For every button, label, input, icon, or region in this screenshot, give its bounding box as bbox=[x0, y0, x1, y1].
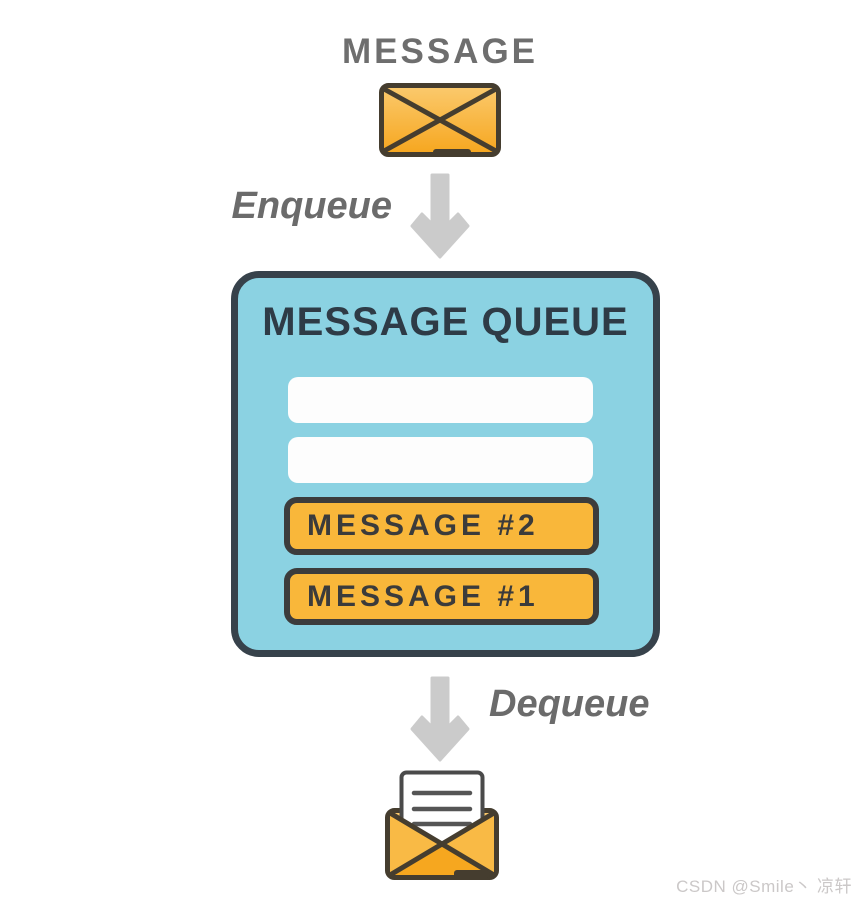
open-envelope-icon bbox=[385, 770, 499, 880]
empty-queue-slot bbox=[288, 377, 593, 423]
enqueue-down-arrow-icon bbox=[410, 173, 470, 259]
message-queue-box: MESSAGE QUEUE MESSAGE #2 MESSAGE #1 bbox=[231, 271, 660, 657]
queue-message-slot: MESSAGE #2 bbox=[284, 497, 599, 555]
closed-envelope-icon bbox=[379, 83, 501, 157]
enqueue-label: Enqueue bbox=[231, 185, 392, 227]
dequeue-label: Dequeue bbox=[489, 683, 650, 725]
message-queue-title: MESSAGE QUEUE bbox=[262, 300, 629, 344]
dequeue-down-arrow-icon bbox=[410, 676, 470, 762]
queue-message-slot: MESSAGE #1 bbox=[284, 568, 599, 625]
empty-queue-slot bbox=[288, 437, 593, 483]
message-title: MESSAGE bbox=[341, 32, 539, 71]
watermark: CSDN @Smile丶 凉轩 bbox=[676, 877, 852, 896]
